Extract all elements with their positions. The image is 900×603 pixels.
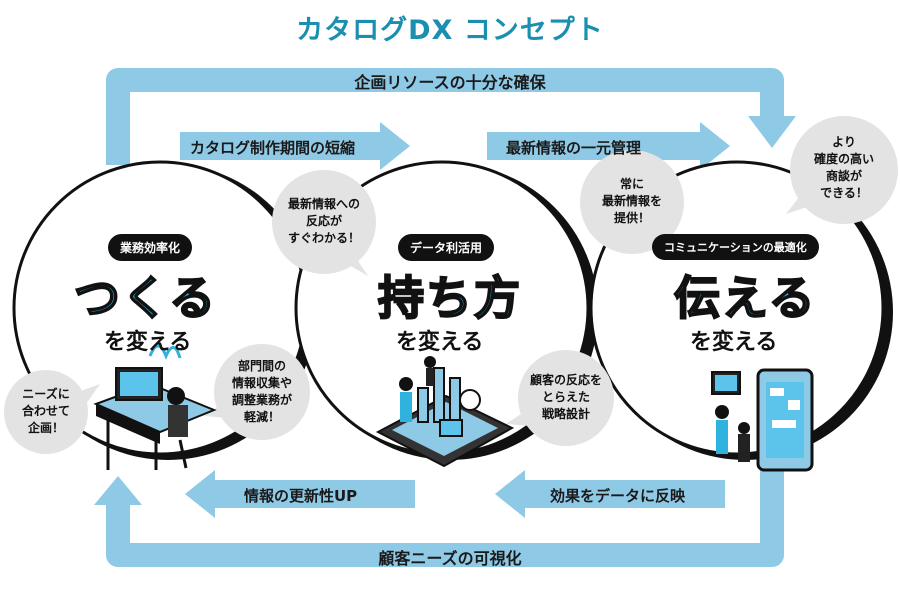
outer-loop-arrowhead-top [748, 116, 796, 148]
sub-tsukuru: を変える [104, 330, 192, 355]
arrow-a2 [487, 122, 730, 170]
bubble-latest: 最新情報への反応がすぐわかる！ [287, 197, 360, 245]
pill-gyomu: 業務効率化 [108, 234, 193, 261]
big-tsutaeru: 伝える [673, 270, 817, 326]
desk-illustration [93, 344, 217, 470]
sub-tsutaeru: を変える [690, 330, 778, 355]
outer-loop [106, 68, 784, 567]
top-loop-label: 企画リソースの十分な確保 [354, 73, 546, 92]
communication-illustration [711, 368, 814, 472]
big-mochikata: 持ち方 [377, 270, 522, 326]
bubble-deal: より確度の高い商談ができる！ [813, 135, 874, 200]
arrow-b1-label: 情報の更新性UP [244, 487, 358, 505]
pill-data: データ利活用 [398, 234, 495, 261]
bubble-needs: ニーズに合わせて企画！ [21, 387, 70, 435]
arrow-b2 [495, 470, 725, 518]
arrow-a1-label: カタログ制作期間の短縮 [190, 139, 356, 157]
bubble-provide: 常に最新情報を提供！ [601, 177, 662, 225]
bubble-customer: 顧客の反応をとらえた戦略設計 [529, 373, 602, 421]
bottom-loop-label: 顧客ニーズの可視化 [378, 549, 522, 568]
arrow-b1 [185, 470, 415, 518]
arrow-a1 [180, 122, 410, 170]
sub-mochikata: を変える [396, 330, 484, 355]
arrow-a2-label: 最新情報の一元管理 [506, 139, 642, 157]
pill-communication: コミュニケーションの最適化 [652, 234, 819, 260]
bubble-dept: 部門間の情報収集や調整業務が軽減！ [231, 359, 292, 424]
outer-loop-arrowhead-bottom [94, 476, 142, 505]
page-title: カタログDX コンセプト [296, 15, 604, 46]
big-tsukuru: つくる [73, 270, 218, 326]
arrow-b2-label: 効果をデータに反映 [550, 487, 686, 505]
data-illustration [375, 356, 515, 468]
